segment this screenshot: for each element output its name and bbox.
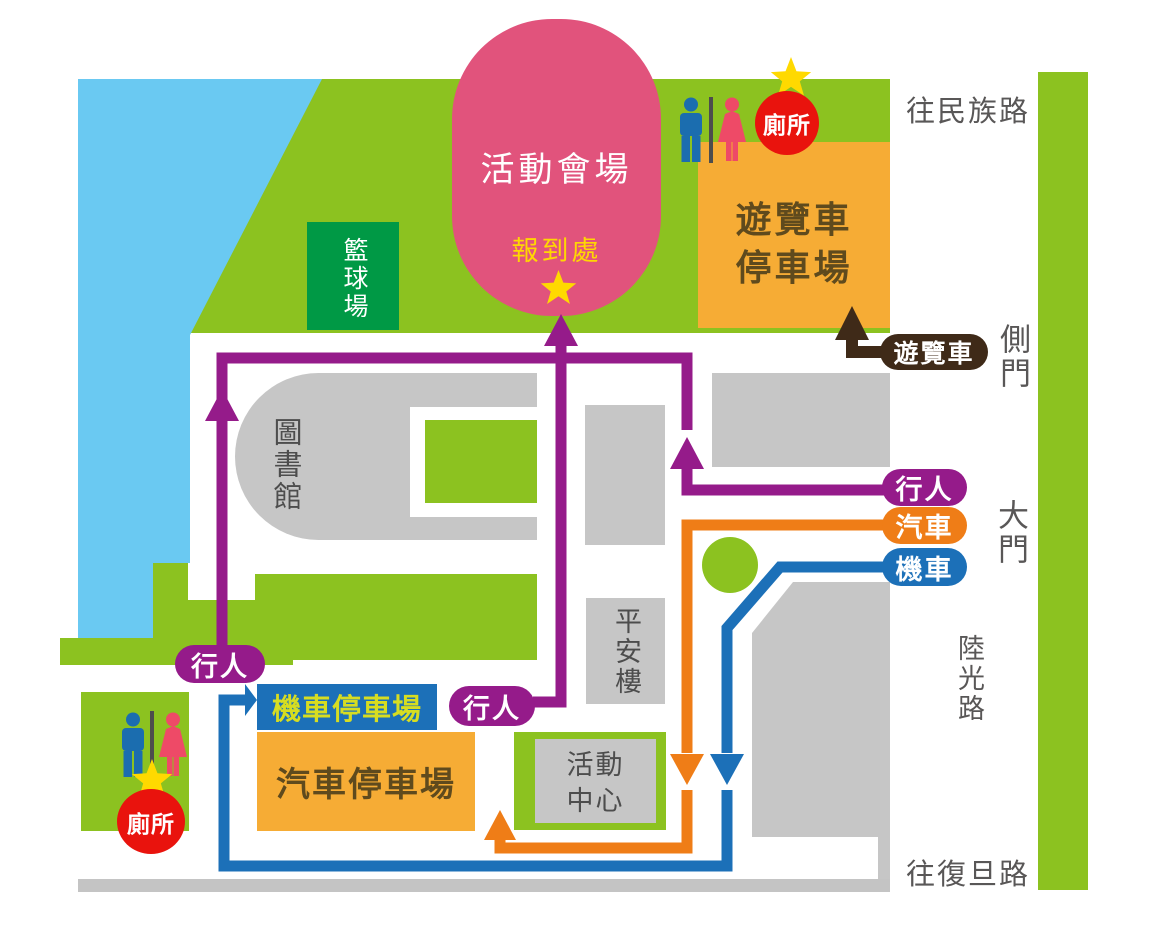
female-icon [718, 97, 746, 161]
pedestrian-pill-left-label: 行人 [191, 651, 249, 682]
motorcycle-pill-label: 機車 [895, 554, 954, 585]
tour-bus-pill-label: 遊覽車 [893, 340, 975, 368]
main-gate-label: 大門 [993, 499, 1028, 567]
pedestrian-pill-center: 行人 [449, 686, 535, 726]
side-gate-label: 側門 [995, 323, 1030, 391]
female-icon [159, 712, 187, 776]
library-label: 圖書館 [269, 417, 301, 513]
toilet-divider [709, 97, 713, 163]
pedestrian-arrow-gate-icon [670, 437, 704, 469]
pedestrian-route-center [533, 344, 567, 708]
bus-parking-label-line1: 遊覽車 [735, 199, 853, 240]
car-pill: 汽車 [882, 507, 967, 544]
male-icon [122, 712, 144, 777]
luguang-road-label: 陸光路 [954, 634, 984, 724]
library-courtyard [425, 420, 537, 503]
library-annex-building [585, 405, 665, 545]
pedestrian-route-gate [681, 468, 895, 496]
pedestrian-pill-left: 行人 [175, 645, 265, 683]
toilet-badge-south-label: 廁所 [127, 810, 175, 837]
motorcycle-pill: 機車 [882, 548, 967, 586]
activity-center-label-line1: 活動 [566, 749, 625, 780]
car-pill-label: 汽車 [895, 513, 954, 543]
water-area-lower [78, 563, 153, 638]
bus-parking-label-line2: 停車場 [735, 247, 853, 288]
toilet-divider [150, 711, 154, 778]
male-icon [680, 97, 702, 162]
tree-circle [702, 537, 758, 593]
toilet-badge-south: 廁所 [117, 789, 185, 854]
toilet-badge-north-label: 廁所 [763, 112, 811, 138]
moto-arrow-parking-icon [245, 684, 257, 716]
basketball-court [307, 222, 399, 330]
event-venue-area [452, 19, 661, 316]
southeast-building-foot [878, 837, 890, 890]
pingan-label: 平安樓 [611, 607, 641, 697]
pedestrian-pill-gate: 行人 [882, 469, 967, 506]
green-patch-a [152, 563, 188, 638]
roadside-green-strip [1038, 72, 1088, 890]
car-parking-label: 汽車停車場 [276, 765, 456, 804]
pedestrian-pill-gate-label: 行人 [895, 475, 954, 505]
water-area [78, 79, 190, 563]
bus-parking-area [698, 142, 890, 328]
lawn [255, 574, 537, 660]
road-to-fudan-label: 往復旦路 [906, 859, 1031, 891]
northeast-building [712, 373, 890, 467]
moto-parking-label: 機車停車場 [271, 694, 422, 726]
venue-title: 活動會場 [480, 150, 633, 189]
car-arrow-down-icon [670, 754, 704, 785]
moto-arrow-down-icon [710, 754, 744, 785]
southeast-building [752, 582, 890, 837]
basketball-label: 籃球場 [340, 237, 368, 321]
registration-label: 報到處 [511, 235, 602, 266]
car-arrow-parking-icon [484, 810, 516, 840]
pedestrian-arrow-west-icon [205, 389, 239, 421]
south-road [78, 879, 890, 892]
toilet-badge-north: 廁所 [755, 91, 819, 155]
road-to-minzu-label: 往民族路 [906, 96, 1031, 128]
tour-bus-pill: 遊覽車 [880, 334, 988, 370]
pedestrian-pill-center-label: 行人 [463, 693, 521, 724]
activity-center-label-line2: 中心 [566, 785, 625, 816]
